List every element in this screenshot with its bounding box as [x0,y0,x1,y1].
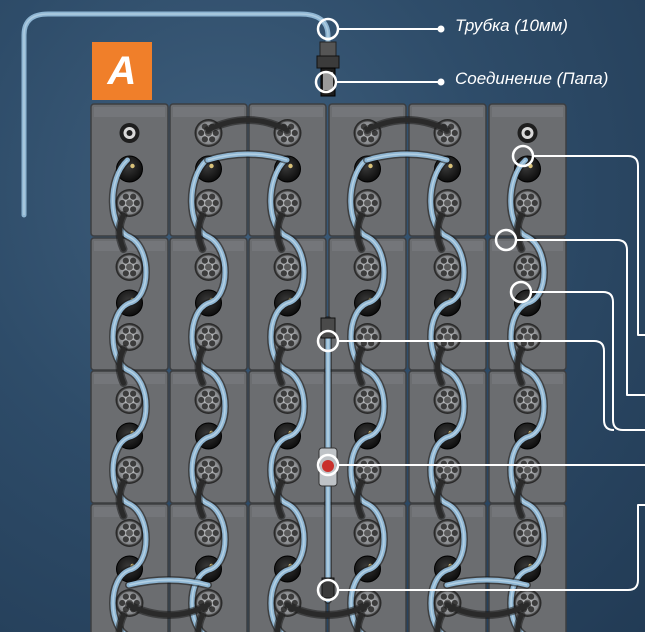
callout-line [516,239,645,396]
callout-dot [437,78,445,86]
tube-label: Трубка (10мм) [455,16,568,35]
battery-cell [90,103,169,237]
cell-cap-icon [433,519,462,547]
cell-cap-icon [273,253,302,281]
cell-cap-icon [513,456,542,484]
cell-cap-icon [513,189,542,217]
cell-cap-icon [273,519,302,547]
cell-cap-icon [115,189,144,217]
cell-cap-icon [194,386,223,414]
cell-cap-icon [194,189,223,217]
cell-cap-icon [273,456,302,484]
connector-label: Соединение (Папа) [455,69,609,88]
cell-cap-icon [115,386,144,414]
callout-line [338,504,645,591]
cell-cap-icon [513,323,542,351]
cell-cap-icon [353,456,382,484]
water-tubes [108,116,548,632]
cell-cap-icon [273,386,302,414]
cell-cap-icon [273,323,302,351]
cell-cap-icon [433,323,462,351]
cell-cap-icon [513,386,542,414]
cell-cap-icon [115,253,144,281]
cell-cap-icon [353,323,382,351]
cell-cap-icon [194,323,223,351]
flow-indicator-icon [318,317,338,599]
battery-cell [488,103,567,237]
cell-cap-icon [433,456,462,484]
cell-cap-icon [433,253,462,281]
cell-cap-icon [194,456,223,484]
cell-cap-icon [194,519,223,547]
callout-lines [314,17,645,602]
cell-cap-icon [115,323,144,351]
cell-cap-icon [115,519,144,547]
cell-cap-icon [433,386,462,414]
cell-cap-icon [513,253,542,281]
callout-line [338,340,615,431]
callout-line [531,291,645,431]
callout-line [533,155,645,336]
cell-cap-icon [433,189,462,217]
cell-cap-icon [353,519,382,547]
section-badge: A [92,42,152,100]
cell-cap-icon [353,386,382,414]
cell-cap-icon [513,519,542,547]
cell-cap-icon [273,189,302,217]
callout-dot [437,25,445,33]
cell-cap-icon [115,456,144,484]
cell-cap-icon [353,189,382,217]
cell-cap-icon [353,253,382,281]
cell-cap-icon [194,253,223,281]
connector-male-icon [316,41,340,97]
